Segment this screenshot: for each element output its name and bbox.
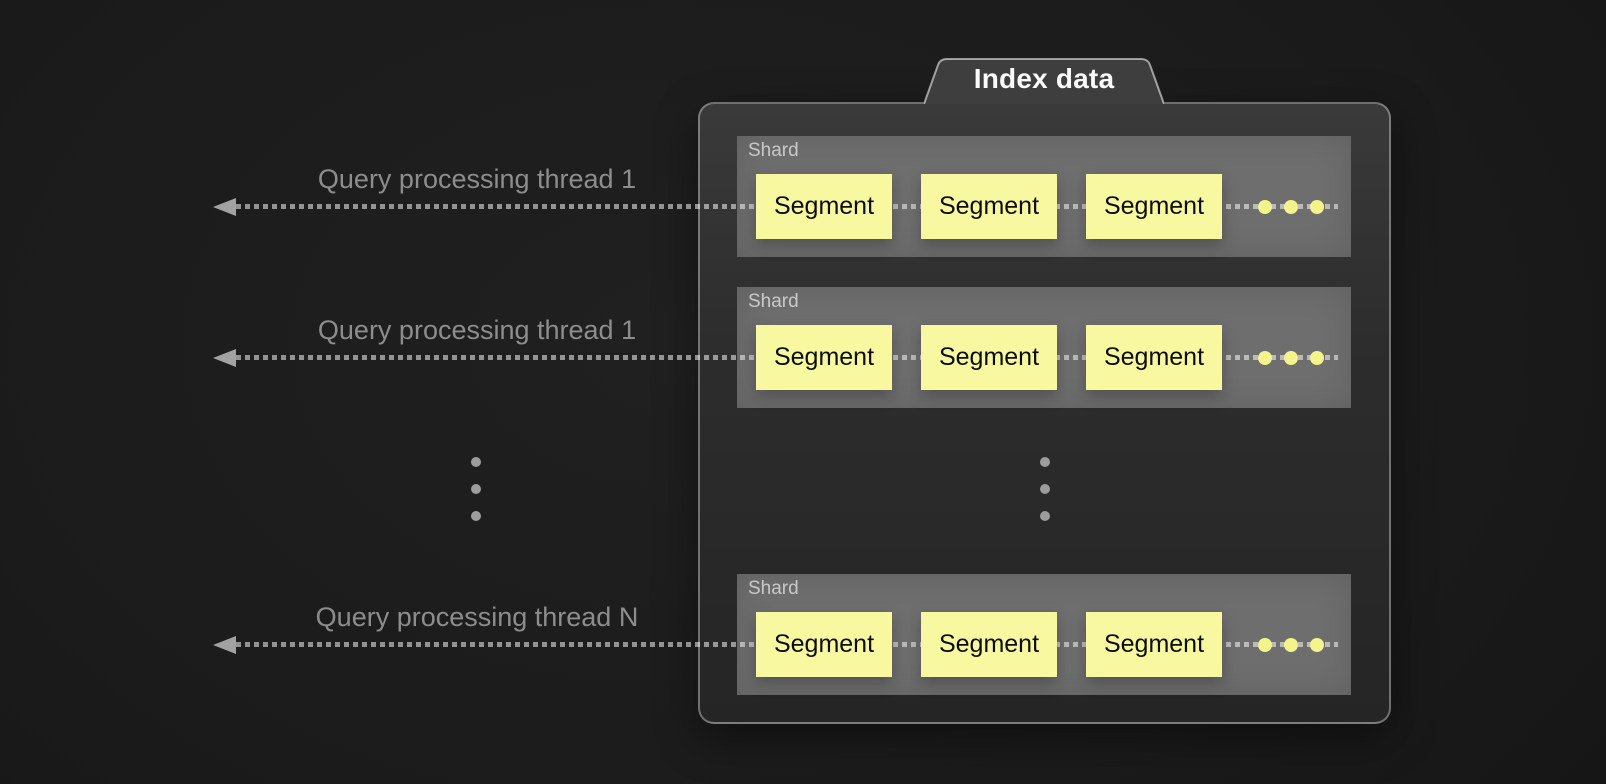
shard-box-3: Shard Segment Segment Segment <box>737 574 1351 695</box>
segment-box: Segment <box>921 325 1057 390</box>
segment-box: Segment <box>921 612 1057 677</box>
thread-label-1: Query processing thread 1 <box>317 164 637 194</box>
ellipsis-horizontal-icon <box>1258 638 1324 652</box>
index-data-tab <box>924 58 1164 104</box>
index-data-panel: Index data Shard Segment Segment Segment… <box>698 58 1391 724</box>
shard-box-1: Shard Segment Segment Segment <box>737 136 1351 257</box>
shard-label: Shard <box>748 140 799 161</box>
arrow-left-icon <box>213 349 236 367</box>
arrow-left-icon <box>213 636 236 654</box>
shard-box-2: Shard Segment Segment Segment <box>737 287 1351 408</box>
segment-box: Segment <box>1086 612 1222 677</box>
ellipsis-horizontal-icon <box>1258 351 1324 365</box>
ellipsis-horizontal-icon <box>1258 200 1324 214</box>
ellipsis-vertical-icon <box>471 457 481 521</box>
thread-label-2: Query processing thread 1 <box>317 315 637 345</box>
shard-label: Shard <box>748 291 799 312</box>
ellipsis-vertical-icon <box>1040 457 1050 521</box>
thread-label-3: Query processing thread N <box>315 602 639 632</box>
shard-label: Shard <box>748 578 799 599</box>
segment-box: Segment <box>921 174 1057 239</box>
arrow-left-icon <box>213 198 236 216</box>
segment-box: Segment <box>756 612 892 677</box>
segment-box: Segment <box>756 325 892 390</box>
segment-box: Segment <box>1086 325 1222 390</box>
panel-title: Index data <box>973 63 1115 94</box>
segment-box: Segment <box>1086 174 1222 239</box>
segment-box: Segment <box>756 174 892 239</box>
